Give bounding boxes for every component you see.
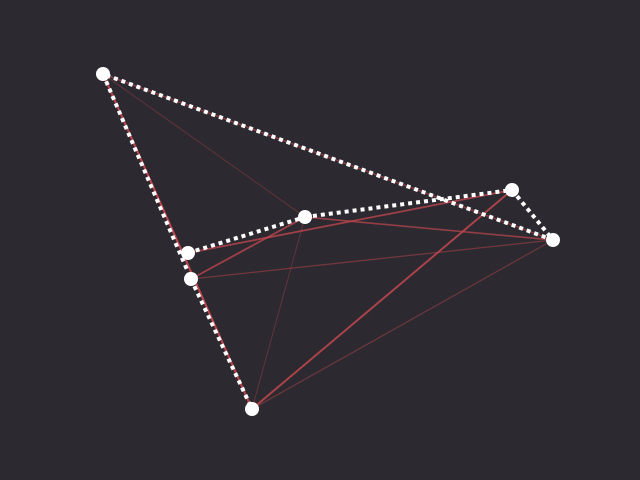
red-edge-G-E	[251, 189, 513, 410]
red-edge-C-F	[190, 239, 554, 280]
red-edge-G-F	[251, 239, 554, 410]
red-edge-A-F	[102, 73, 554, 241]
node-B[interactable]	[181, 246, 195, 260]
node-A[interactable]	[96, 67, 110, 81]
white-path-layer	[101, 72, 555, 410]
red-edge-D-G	[251, 216, 306, 410]
path-segment-A-C	[101, 73, 193, 280]
red-edge-layer	[102, 73, 554, 410]
red-edge-D-F	[304, 216, 554, 241]
path-segment-D-E	[304, 188, 513, 219]
node-D[interactable]	[298, 210, 312, 224]
node-layer	[96, 67, 560, 416]
node-F[interactable]	[546, 233, 560, 247]
path-segment-E-F	[510, 188, 555, 242]
node-E[interactable]	[505, 183, 519, 197]
node-C[interactable]	[184, 272, 198, 286]
node-G[interactable]	[245, 402, 259, 416]
path-segment-C-G	[189, 278, 254, 410]
path-segment-B-D	[187, 215, 306, 255]
red-edge-C-D	[190, 216, 306, 280]
red-edge-A-D	[102, 73, 306, 218]
